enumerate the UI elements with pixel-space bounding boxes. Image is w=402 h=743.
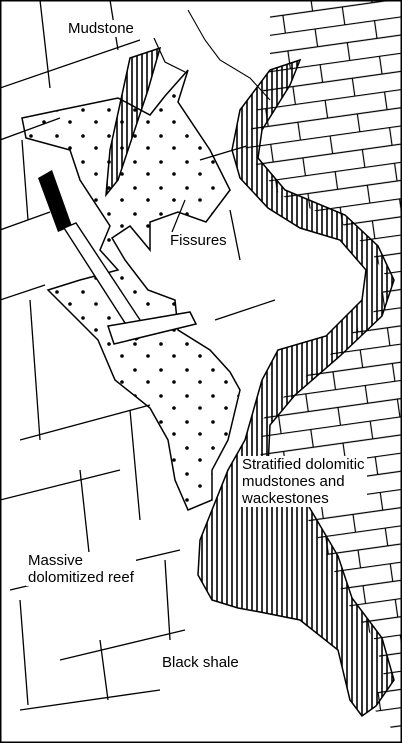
stratified-label-line-1: Stratified dolomitic xyxy=(242,456,365,473)
fissure-fill xyxy=(22,70,240,510)
mudstone-label: Mudstone xyxy=(66,20,136,37)
massive-reef-label: Massive dolomitized reef xyxy=(26,552,136,586)
massive-label-line-2: dolomitized reef xyxy=(28,569,134,586)
fissures-label: Fissures xyxy=(168,232,229,249)
stratified-label-line-2: mudstones and xyxy=(242,473,365,490)
thin-crack xyxy=(188,10,270,100)
massive-label-line-1: Massive xyxy=(28,552,134,569)
stratified-dolomitic-label: Stratified dolomitic mudstones and wacke… xyxy=(240,456,367,507)
black-shale-label: Black shale xyxy=(160,654,241,671)
stratified-label-line-3: wackestones xyxy=(242,490,365,507)
